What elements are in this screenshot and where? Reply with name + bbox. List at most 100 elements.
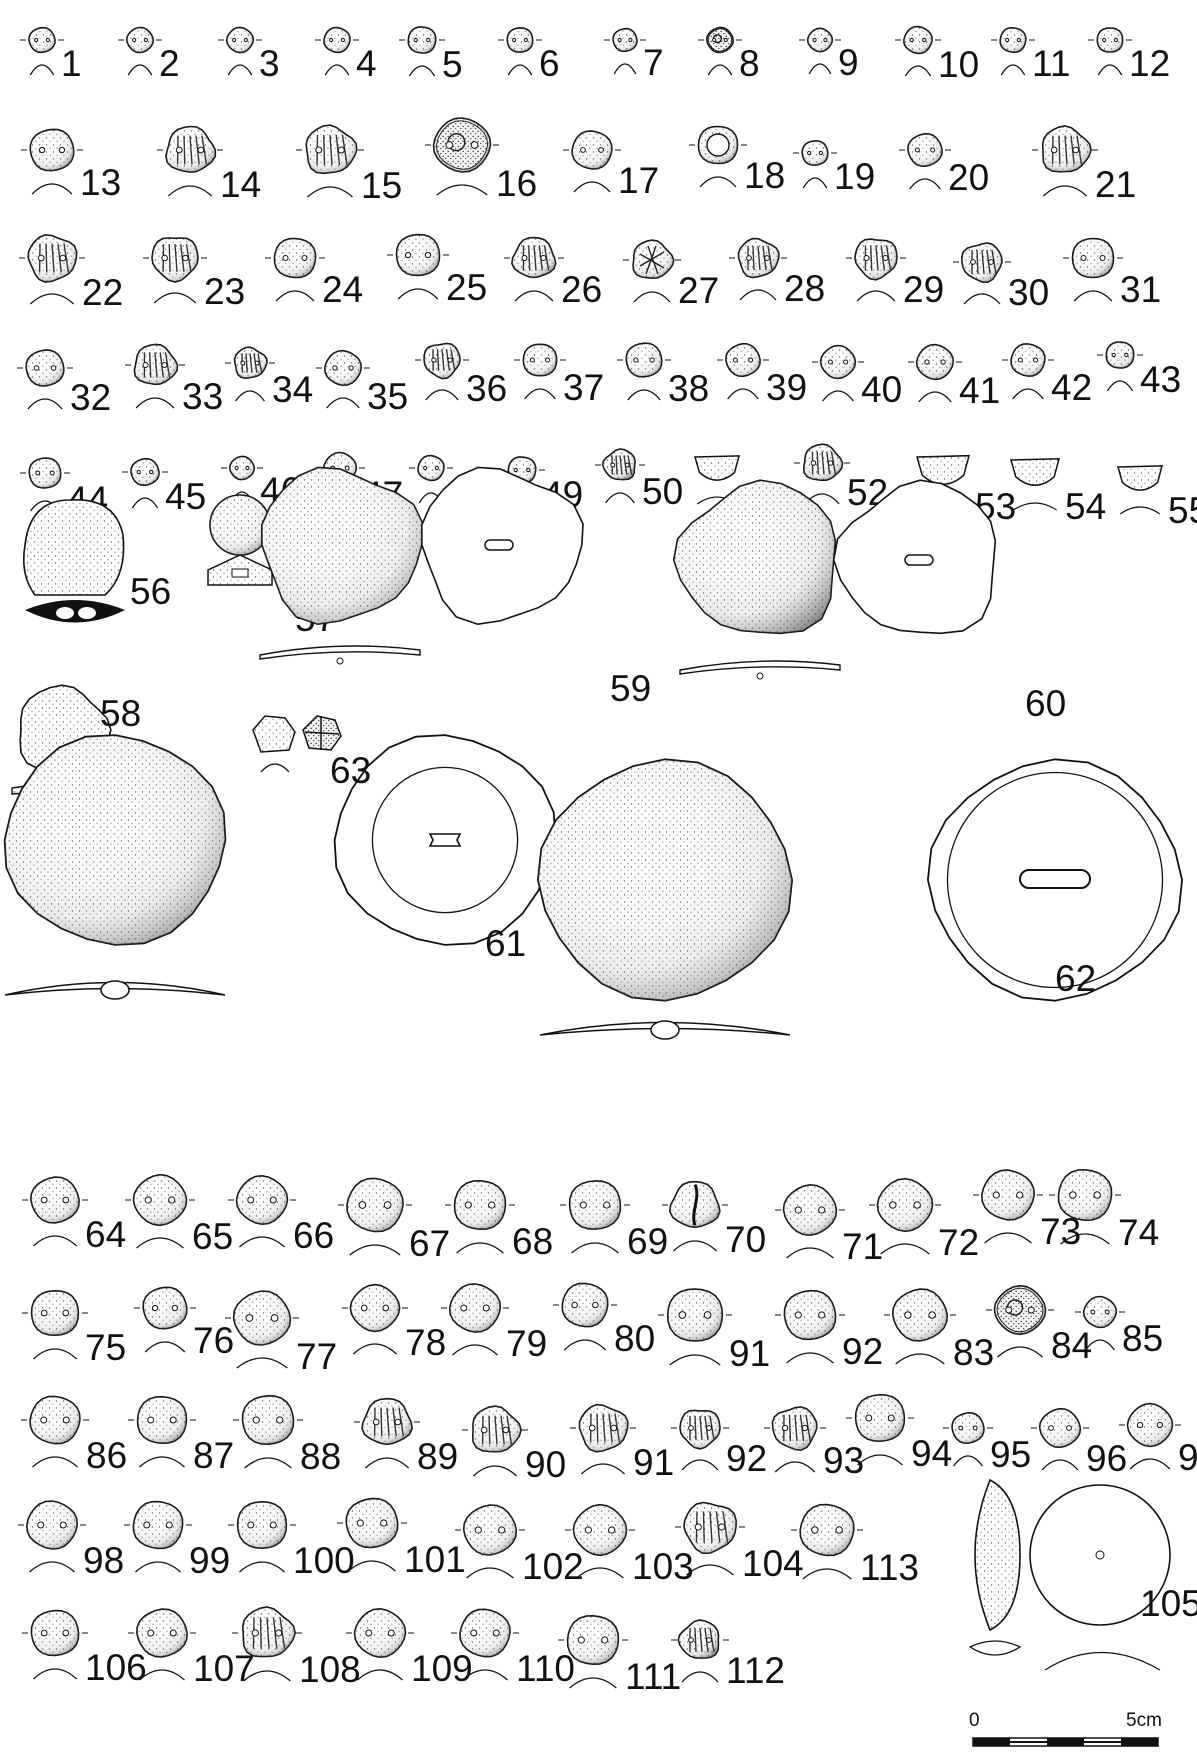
object-drawing bbox=[207, 492, 368, 590]
object-drawing bbox=[672, 479, 997, 680]
object-drawing bbox=[717, 342, 769, 400]
object-drawing bbox=[20, 457, 70, 512]
object-number-label: 35 bbox=[367, 376, 409, 417]
object-number-label: 8 bbox=[739, 43, 760, 84]
object-number-label: 95 bbox=[990, 1434, 1032, 1475]
object-drawing bbox=[451, 1608, 519, 1681]
object-number-label: 50 bbox=[642, 471, 684, 512]
object-number-label: 91 bbox=[729, 1333, 771, 1374]
object-drawing bbox=[122, 457, 168, 509]
object-number-label: 25 bbox=[446, 267, 488, 308]
object-number-label: 107 bbox=[193, 1648, 255, 1689]
object-number-label: 80 bbox=[614, 1318, 656, 1359]
object-drawing bbox=[337, 1497, 407, 1572]
object-number-label: 64 bbox=[85, 1214, 127, 1255]
object-number-label: 21 bbox=[1095, 164, 1137, 205]
object-number-label: 77 bbox=[296, 1336, 338, 1377]
object-number-label: 85 bbox=[1122, 1318, 1164, 1359]
object-number-label: 10 bbox=[938, 44, 980, 85]
object-drawing bbox=[908, 343, 962, 403]
object-number-label: 90 bbox=[525, 1444, 567, 1485]
object-number-label: 31 bbox=[1120, 269, 1162, 310]
object-drawing bbox=[346, 1607, 414, 1681]
object-drawing bbox=[1049, 1168, 1121, 1245]
object-drawing bbox=[899, 132, 951, 190]
object-drawing bbox=[536, 758, 1184, 1040]
object-number-label: 69 bbox=[627, 1221, 669, 1262]
object-drawing bbox=[232, 1606, 302, 1682]
object-number-label: 16 bbox=[496, 163, 538, 204]
object-number-label: 2 bbox=[159, 43, 180, 84]
object-number-label: 61 bbox=[485, 923, 527, 964]
object-drawing bbox=[342, 1283, 408, 1355]
object-number-label: 3 bbox=[259, 43, 280, 84]
object-number-label: 18 bbox=[744, 155, 786, 196]
object-drawing bbox=[354, 1397, 420, 1469]
object-drawing bbox=[1097, 341, 1143, 392]
object-number-label: 97 bbox=[1178, 1437, 1197, 1478]
object-drawing bbox=[698, 26, 742, 76]
object-drawing bbox=[775, 1183, 845, 1259]
object-number-label: 38 bbox=[668, 368, 710, 409]
object-drawing bbox=[846, 1393, 914, 1466]
object-drawing bbox=[259, 466, 584, 665]
object-drawing bbox=[415, 342, 469, 401]
object-number-label: 55 bbox=[1168, 490, 1197, 531]
object-number-label: 106 bbox=[85, 1647, 147, 1688]
object-number-label: 15 bbox=[361, 165, 403, 206]
object-drawing bbox=[729, 237, 787, 301]
object-drawing bbox=[1119, 1402, 1181, 1470]
object-number-label: 63 bbox=[330, 750, 372, 791]
object-drawing bbox=[22, 1609, 88, 1680]
object-drawing bbox=[22, 499, 125, 623]
object-drawing bbox=[498, 27, 542, 76]
object-drawing bbox=[118, 26, 162, 76]
object-number-label: 28 bbox=[784, 268, 826, 309]
object-drawing bbox=[125, 1173, 195, 1249]
object-number-label: 92 bbox=[842, 1331, 884, 1372]
object-drawing bbox=[604, 27, 646, 75]
object-drawing bbox=[1117, 465, 1163, 515]
object-drawing bbox=[916, 454, 970, 511]
object-drawing bbox=[943, 1412, 993, 1467]
object-number-label: 5 bbox=[442, 44, 463, 85]
object-number-label: 91 bbox=[633, 1442, 675, 1483]
object-drawing bbox=[218, 26, 262, 76]
object-number-label: 29 bbox=[903, 269, 945, 310]
object-drawing bbox=[252, 715, 342, 773]
object-drawing bbox=[884, 1288, 956, 1365]
object-number-label: 93 bbox=[823, 1440, 865, 1481]
object-drawing bbox=[21, 128, 83, 195]
object-drawing bbox=[441, 1283, 509, 1356]
object-drawing bbox=[565, 1503, 635, 1579]
object-drawing bbox=[1088, 27, 1132, 76]
object-drawing bbox=[991, 26, 1035, 76]
object-drawing bbox=[846, 238, 906, 302]
object-number-label: 37 bbox=[563, 367, 605, 408]
object-number-label: 12 bbox=[1129, 43, 1171, 84]
object-number-label: 72 bbox=[938, 1222, 980, 1263]
object-drawing bbox=[617, 342, 671, 401]
object-number-label: 41 bbox=[959, 370, 1001, 411]
object-drawing bbox=[563, 130, 621, 193]
scale-start-label: 0 bbox=[969, 1710, 980, 1731]
object-drawing bbox=[399, 26, 445, 77]
object-number-label: 22 bbox=[82, 272, 124, 313]
object-number-label: 112 bbox=[726, 1650, 785, 1691]
object-drawing bbox=[1075, 1295, 1125, 1351]
object-drawing bbox=[1010, 458, 1060, 511]
object-drawing bbox=[658, 1288, 732, 1366]
object-number-label: 86 bbox=[86, 1435, 128, 1476]
object-number-label: 111 bbox=[625, 1656, 682, 1697]
object-drawing bbox=[228, 1174, 296, 1248]
object-number-label: 14 bbox=[220, 164, 262, 205]
object-drawing bbox=[124, 1500, 192, 1573]
object-drawing bbox=[504, 236, 564, 302]
object-drawing bbox=[689, 125, 747, 188]
object-drawing bbox=[623, 239, 681, 303]
object-number-label: 13 bbox=[80, 162, 122, 203]
object-number-label: 87 bbox=[193, 1435, 235, 1476]
object-number-label: 105 bbox=[1140, 1583, 1197, 1624]
object-drawing bbox=[19, 233, 85, 305]
